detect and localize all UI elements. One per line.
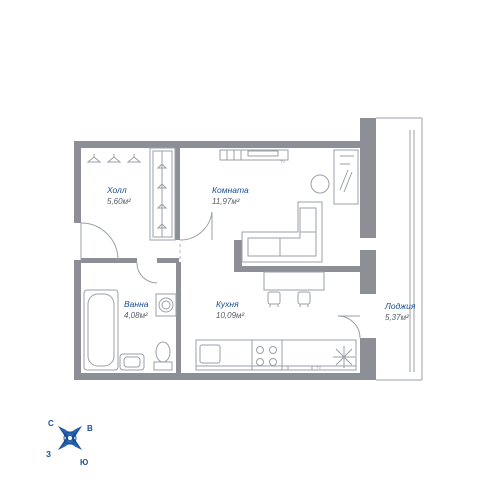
sofa <box>241 201 323 263</box>
room-name: Кухня <box>216 299 239 309</box>
tv-label-kitchen: TV <box>316 365 321 370</box>
room-area: 11,97м² <box>212 196 240 206</box>
compass-south: Ю <box>80 458 89 467</box>
hall-wardrobe <box>149 147 176 241</box>
compass-east: В <box>87 424 93 433</box>
room-label-bath: Ванна 4,08м² <box>124 300 148 320</box>
room-name: Ванна <box>124 299 149 309</box>
washing-machine <box>155 293 177 317</box>
room-label-loggia: Лоджия 5,37м² <box>385 302 415 322</box>
room-name: Холл <box>107 185 127 195</box>
room-label-hall: Холл 5,60м² <box>107 186 131 206</box>
tv-label-room: TV <box>280 159 285 164</box>
room-name: Лоджия <box>385 301 416 311</box>
snowflake-icon <box>333 346 355 368</box>
bathtub <box>83 289 119 371</box>
compass-north: С <box>48 419 54 428</box>
room-name: Комната <box>212 185 249 195</box>
doors <box>80 211 361 339</box>
room-area: 5,60м² <box>107 196 131 206</box>
hanger-icons <box>86 154 168 229</box>
walls <box>74 118 376 380</box>
kitchen-counter <box>195 339 357 371</box>
compass-rose <box>58 426 82 450</box>
stove-burners <box>256 346 277 366</box>
room-area: 4,08м² <box>124 310 148 320</box>
sink <box>119 353 145 371</box>
loggia-outline <box>376 117 423 381</box>
dining-table <box>263 271 325 307</box>
room-area: 5,37м² <box>385 312 409 322</box>
room-label-kitchen: Кухня 10,09м² <box>216 300 244 320</box>
tv-cabinet <box>219 149 289 161</box>
desk-corner <box>333 149 359 205</box>
compass-west: З <box>46 450 52 459</box>
toilet <box>153 341 173 371</box>
room-area: 10,09м² <box>216 310 245 320</box>
room-label-room: Комната 11,97м² <box>212 186 249 206</box>
round-table <box>310 174 330 194</box>
kitchen-shelf <box>287 365 313 371</box>
